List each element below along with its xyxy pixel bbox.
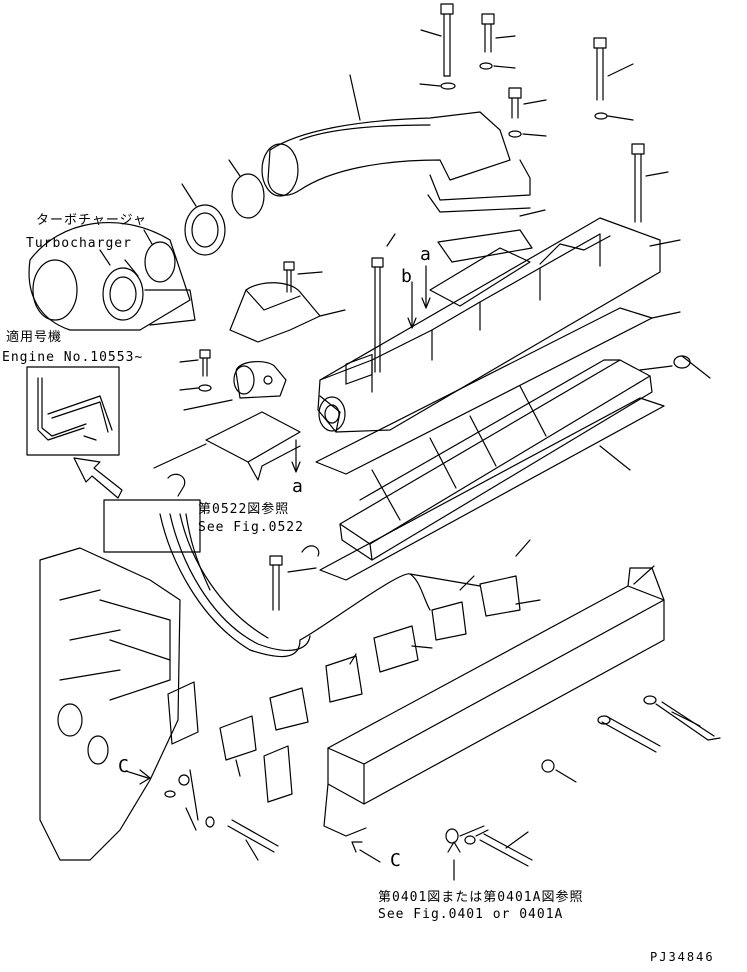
intake-heaters [219, 539, 541, 777]
reference-mark-a-lower: a [292, 476, 303, 497]
lower-duct [323, 565, 665, 837]
engine-gasket [167, 681, 293, 803]
reference-mark-b: b [401, 266, 412, 287]
turbocharger [28, 222, 196, 331]
heater-wiring [103, 499, 481, 658]
applicability-label-jp: 適用号機 [6, 330, 63, 345]
bolt [479, 13, 516, 70]
reference-mark-c-bottom: C [390, 850, 401, 871]
bolt [593, 37, 634, 121]
bolt [631, 143, 669, 223]
drawing-code: PJ34846 [650, 950, 715, 964]
bolt [508, 87, 547, 138]
small-hardware [164, 769, 215, 831]
turbocharger-label-jp: ターボチャージャ [36, 213, 147, 228]
ref-fig-0522-jp: 第0522図参照 [198, 502, 290, 517]
reference-mark-c-left: C [118, 756, 129, 777]
heat-shield [229, 282, 346, 343]
ref-fig-0522-en: See Fig.0522 [198, 520, 304, 535]
reference-arrows [73, 457, 461, 881]
lower-bolts [227, 545, 721, 867]
manifold-gasket [315, 307, 681, 475]
hose-clamps [143, 159, 265, 283]
top-bolts [419, 3, 669, 223]
air-connector-elbow [261, 74, 531, 213]
bolt [419, 3, 456, 90]
ref-fig-0401-jp: 第0401図または第0401A図参照 [378, 890, 584, 905]
applicability-inset [26, 366, 120, 456]
engine-block-outline [39, 547, 181, 861]
manifold-bolts [371, 233, 431, 373]
ref-fig-0401-en: See Fig.0401 or 0401A [378, 907, 564, 922]
after-cooler-core [339, 355, 711, 561]
reference-mark-a-upper: a [420, 244, 431, 265]
turbocharger-label-en: Turbocharger [26, 236, 132, 251]
intake-manifold [317, 217, 681, 433]
small-bolts [179, 261, 323, 392]
gasket [437, 209, 546, 263]
relay-bracket [153, 411, 301, 497]
cooler-gasket [319, 397, 665, 581]
engine-number-label: Engine No.10553~ [2, 350, 144, 365]
heater-relay [183, 361, 287, 411]
